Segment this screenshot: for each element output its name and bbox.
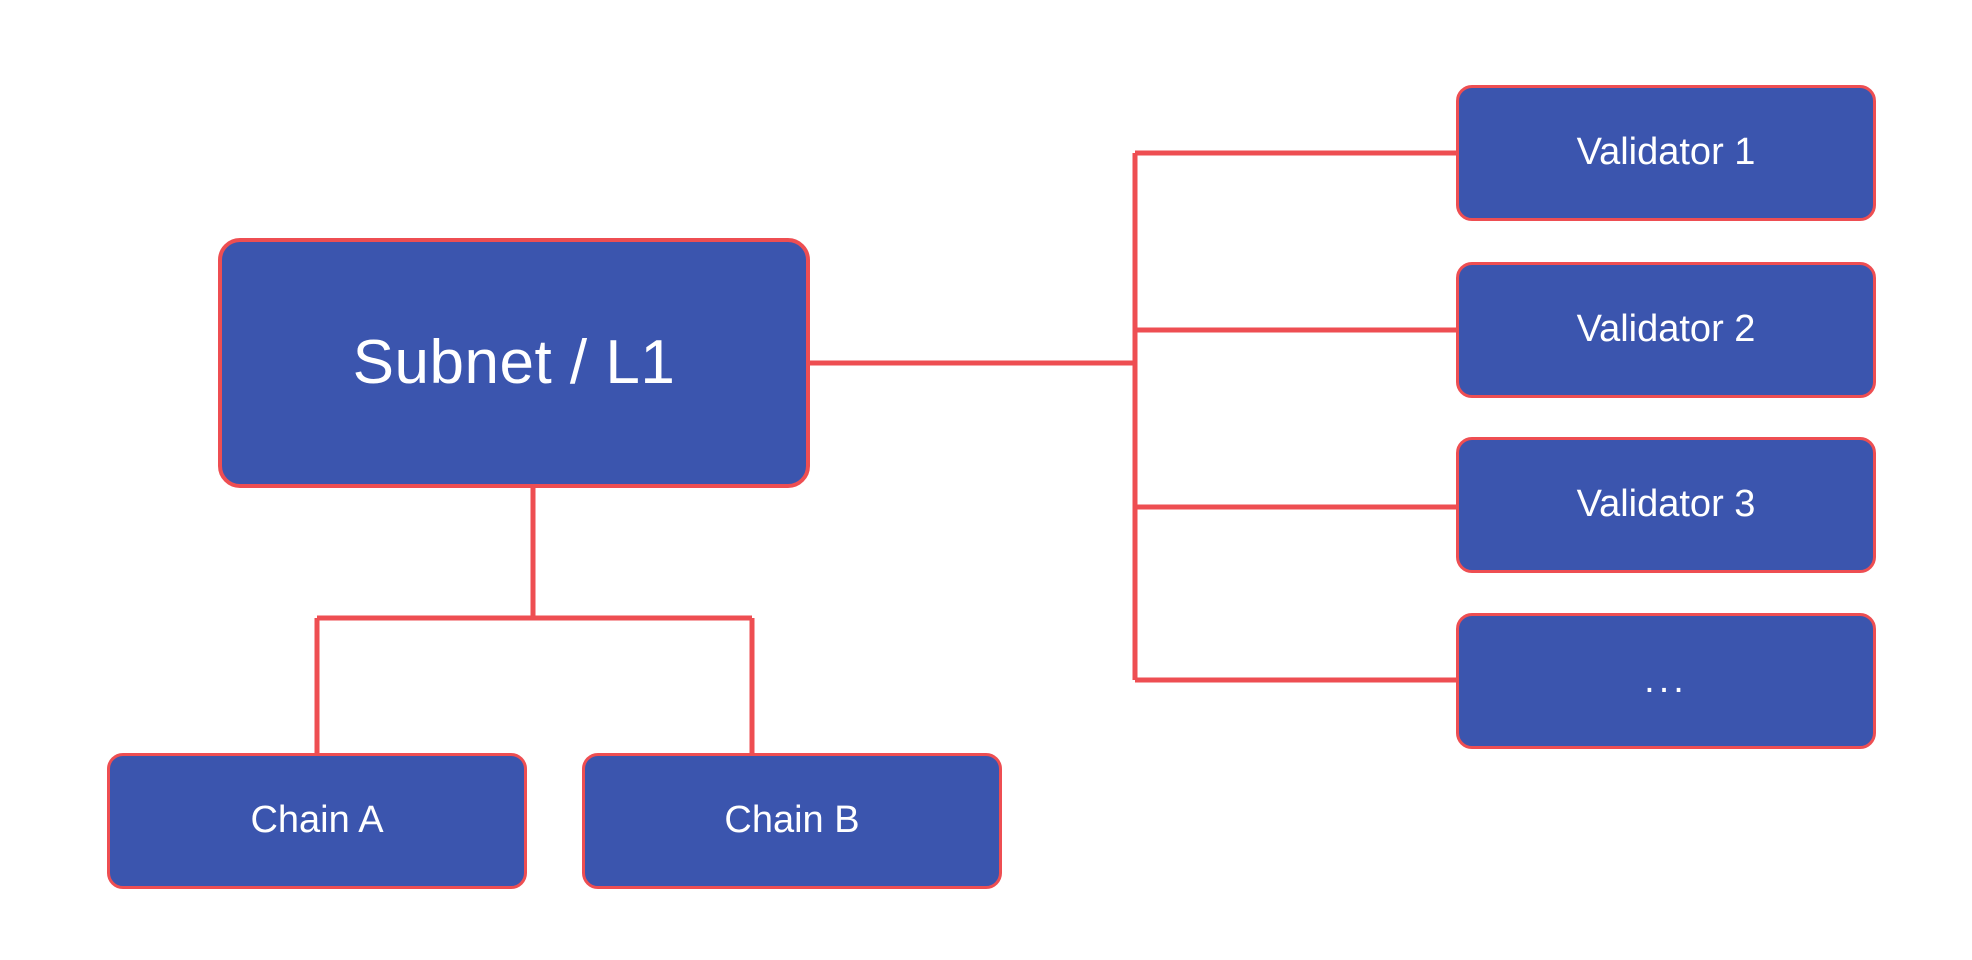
node-validator-3[interactable]: Validator 3: [1456, 437, 1876, 573]
node-validator-ellipsis-label: ...: [1644, 659, 1688, 702]
node-subnet-l1[interactable]: Subnet / L1: [218, 238, 810, 488]
node-validator-3-label: Validator 3: [1576, 483, 1756, 526]
node-chain-b[interactable]: Chain B: [582, 753, 1002, 889]
node-validator-ellipsis[interactable]: ...: [1456, 613, 1876, 749]
node-validator-2-label: Validator 2: [1576, 308, 1756, 351]
node-validator-1-label: Validator 1: [1576, 131, 1756, 174]
node-validator-2[interactable]: Validator 2: [1456, 262, 1876, 398]
node-validator-1[interactable]: Validator 1: [1456, 85, 1876, 221]
node-chain-b-label: Chain B: [724, 799, 860, 842]
node-subnet-l1-label: Subnet / L1: [352, 327, 676, 397]
node-chain-a[interactable]: Chain A: [107, 753, 527, 889]
node-chain-a-label: Chain A: [250, 799, 384, 842]
